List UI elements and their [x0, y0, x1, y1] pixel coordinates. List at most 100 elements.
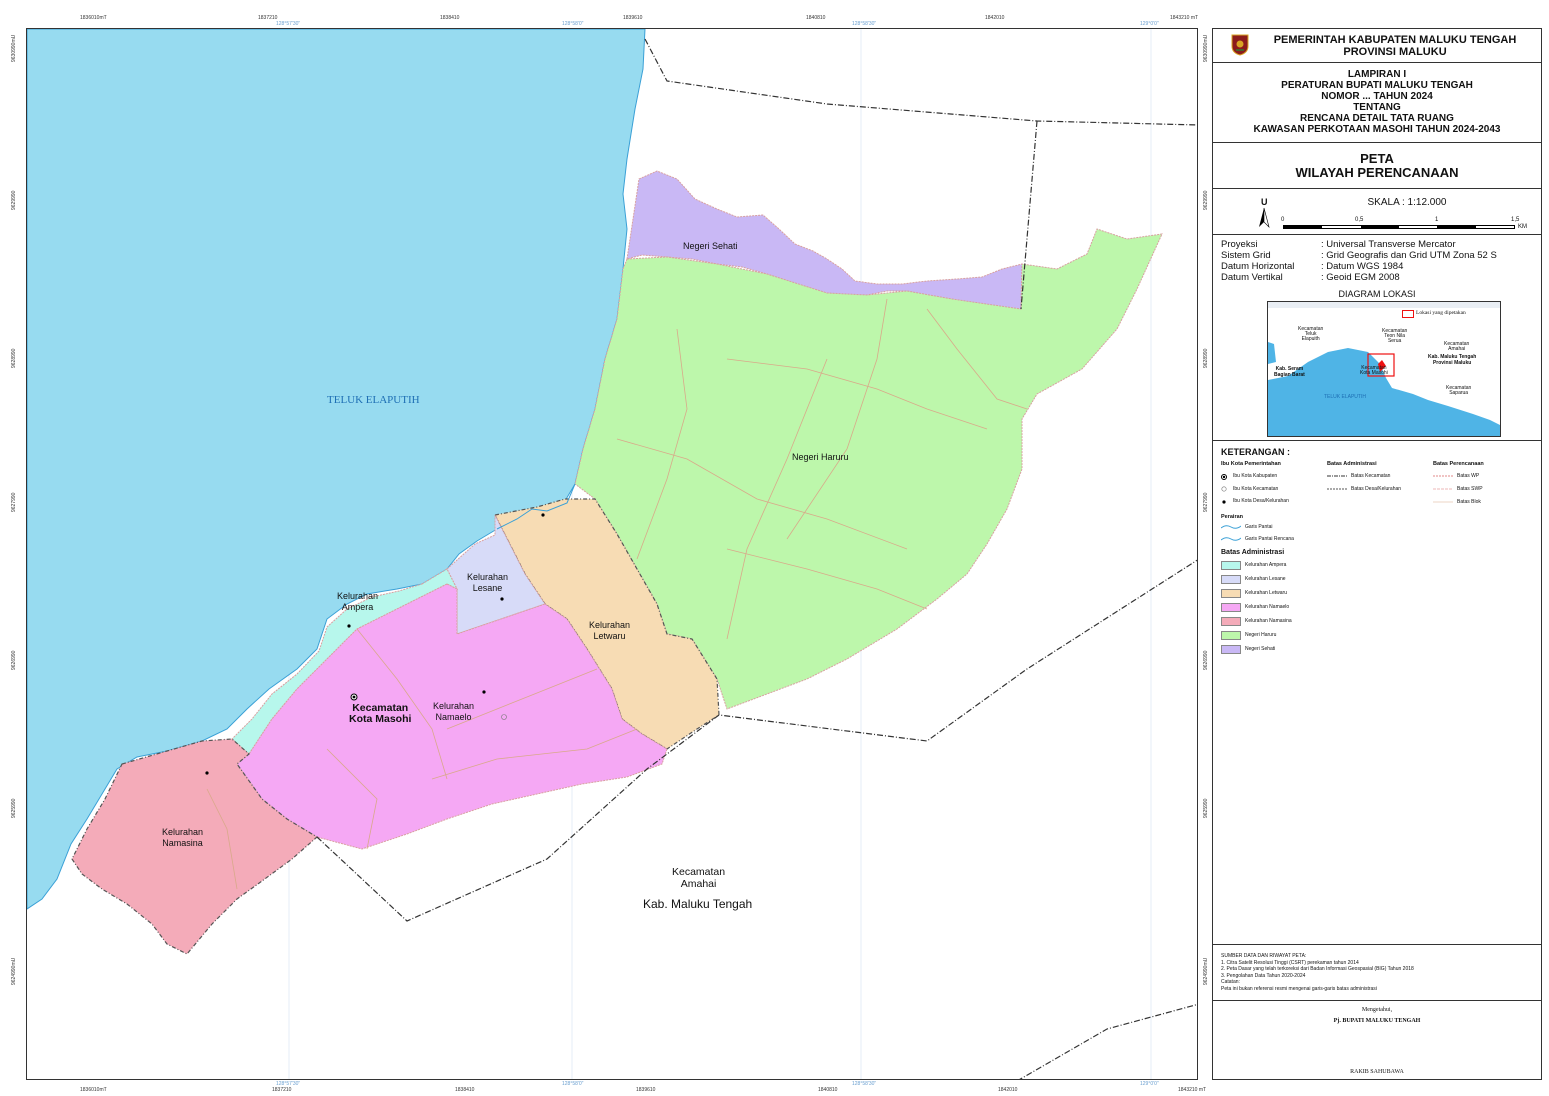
- legend-admin-3: Kelurahan Letwaru: [1245, 590, 1287, 596]
- legend-col2-1: Batas Kecamatan: [1351, 473, 1391, 479]
- coord-top-2: 1837210: [258, 15, 278, 21]
- legend-perairan-1: Garis Pantai: [1245, 524, 1273, 530]
- inset-canvas: [1268, 302, 1500, 436]
- legend-panel: PEMERINTAH KABUPATEN MALUKU TENGAH PROVI…: [1212, 28, 1542, 1080]
- coord-top-3: 1838410: [440, 15, 460, 21]
- map-canvas: [27, 29, 1197, 1079]
- swatch-haruru: [1221, 631, 1241, 640]
- coord-top-4: 1839610: [623, 15, 643, 21]
- signature-block: Mengetahui, Pj. BUPATI MALUKU TENGAH RAK…: [1213, 1001, 1541, 1079]
- inset-legend-label: Lokasi yang dipetakan: [1416, 310, 1466, 316]
- swatch-letwaru: [1221, 589, 1241, 598]
- coord-bottom-1: 1836010mT: [80, 1087, 107, 1093]
- batas-desa-line-icon: [1327, 488, 1347, 490]
- map-title: PETA WILAYAH PERENCANAAN: [1213, 143, 1541, 189]
- coord-left-3: 9628990: [11, 348, 17, 368]
- legend-col2-2: Batas Desa/Kelurahan: [1351, 486, 1402, 492]
- scale-block: U SKALA : 1:12.000 0 0,5 1 1,5 KM: [1213, 189, 1541, 235]
- legend-perairan-2: Garis Pantai Rencana: [1245, 536, 1294, 542]
- coord-top-6: 1842010: [985, 15, 1005, 21]
- region-kelurahan-namasina: [71, 738, 319, 955]
- legend-col3-3: Batas Blok: [1457, 499, 1481, 505]
- batas-blok-line-icon: [1433, 501, 1453, 503]
- coord-top-7: 1843210 mT: [1170, 15, 1199, 21]
- coord-left-6: 9625990: [11, 798, 17, 818]
- coord-right-2: 9629990: [1203, 190, 1209, 210]
- coord-right-1: 9630990mU: [1203, 34, 1209, 62]
- roads: [206, 298, 1028, 890]
- legend-admin-6: Negeri Haruru: [1245, 632, 1277, 638]
- coord-bottom-5: 1840810: [818, 1087, 838, 1093]
- swatch-sehati: [1221, 645, 1241, 654]
- legend-title: KETERANGAN :: [1221, 447, 1290, 457]
- coord-top-1: 1836010mT: [80, 15, 107, 21]
- coord-right-3: 9628990: [1203, 348, 1209, 368]
- signature-name: RAKIB SAHUBAWA: [1350, 1069, 1404, 1075]
- main-map[interactable]: TELUK ELAPUTIH Negeri Sehati Negeri Haru…: [26, 28, 1198, 1080]
- ibukota-kecamatan-icon: [1221, 486, 1227, 492]
- coord-left-5: 9626990: [11, 650, 17, 670]
- north-arrow-icon: [1259, 207, 1270, 228]
- legend-col1-1: Ibu Kota Kabupaten: [1233, 473, 1278, 479]
- coord-right-4: 9627990: [1203, 492, 1209, 512]
- kecamatan-boundary: [316, 38, 1197, 1079]
- deg-top-2: 128°58'0": [562, 21, 584, 27]
- coord-bottom-6: 1842010: [998, 1087, 1018, 1093]
- diagram-title: DIAGRAM LOKASI: [1338, 289, 1416, 299]
- legend-admin-4: Kelurahan Namaelo: [1245, 604, 1290, 610]
- swatch-namaelo: [1221, 603, 1241, 612]
- legend-admin-2: Kelurahan Lesane: [1245, 576, 1286, 582]
- inset-label-bay: TELUK ELAPUTIH: [1324, 394, 1366, 400]
- batas-wp-line-icon: [1433, 475, 1453, 477]
- panel-header: PEMERINTAH KABUPATEN MALUKU TENGAH PROVI…: [1213, 29, 1541, 63]
- deg-top-1: 128°57'30": [276, 21, 301, 27]
- coord-right-5: 9626990: [1203, 650, 1209, 670]
- scale-tick-2: 1: [1435, 217, 1439, 223]
- settlement-markers: [205, 513, 545, 775]
- legend-perairan-title: Perairan: [1221, 514, 1244, 520]
- deg-top-4: 129°0'0": [1140, 21, 1159, 27]
- region-negeri-haruru: [574, 228, 1163, 710]
- header-title: PEMERINTAH KABUPATEN MALUKU TENGAH PROVI…: [1273, 34, 1517, 58]
- label-teluk-elaputih: TELUK ELAPUTIH: [327, 394, 420, 406]
- deg-top-3: 128°58'30": [852, 21, 877, 27]
- legend-col3-2: Batas SWP: [1457, 486, 1483, 492]
- coord-left-7: 9624990mU: [11, 957, 17, 985]
- scale-bar: [1283, 225, 1515, 229]
- legend-admin-7: Negeri Sehati: [1245, 646, 1276, 652]
- legend-col3-1: Batas WP: [1457, 473, 1480, 479]
- north-label: U: [1261, 197, 1268, 207]
- legend-col1-title: Ibu Kota Pemerintahan: [1221, 461, 1281, 467]
- label-kab-maluku-tengah: Kab. Maluku Tengah: [643, 897, 753, 911]
- legend-admin-5: Kelurahan Namasina: [1245, 618, 1292, 624]
- legend-col1-2: Ibu Kota Kecamatan: [1233, 486, 1279, 492]
- deg-bottom-3: 128°58'30": [852, 1081, 877, 1087]
- proj-row-4: Datum Vertikal: Geoid EGM 2008: [1221, 272, 1400, 283]
- region-kelurahan-namaelo: [236, 583, 668, 850]
- legend-admin-title: Batas Administrasi: [1221, 549, 1285, 556]
- coord-left-1: 9630990mU: [11, 34, 17, 62]
- sources-text: SUMBER DATA DAN RIWAYAT PETA: 1. Citra S…: [1221, 953, 1414, 992]
- coord-bottom-4: 1839610: [636, 1087, 656, 1093]
- legend-col1-3: Ibu Kota Desa/Kelurahan: [1233, 498, 1289, 504]
- region-kelurahan-letwaru: [494, 498, 720, 750]
- batas-kecamatan-line-icon: [1327, 475, 1347, 477]
- lampiran-block: LAMPIRAN I PERATURAN BUPATI MALUKU TENGA…: [1213, 63, 1541, 143]
- proj-row-3: Datum Horizontal: Datum WGS 1984: [1221, 261, 1404, 272]
- projection-block: Proyeksi: Universal Transverse Mercator …: [1213, 235, 1541, 441]
- legend-col2-title: Batas Administrasi: [1327, 461, 1377, 467]
- signature-title: Pj. BUPATI MALUKU TENGAH: [1333, 1018, 1421, 1024]
- batas-swp-line-icon: [1433, 488, 1453, 490]
- coord-right-7: 9624990mU: [1203, 957, 1209, 985]
